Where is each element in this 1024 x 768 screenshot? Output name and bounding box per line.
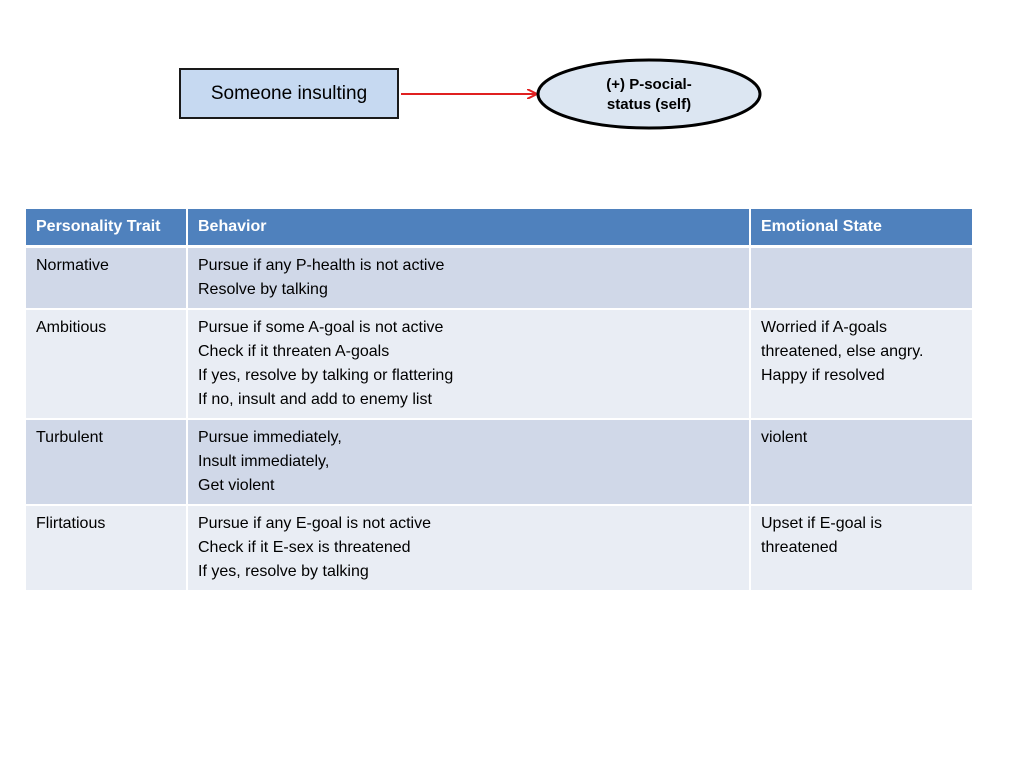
trait-cell: Ambitious bbox=[26, 309, 188, 420]
target-node-label: (+) P-social-status (self) bbox=[606, 76, 692, 113]
source-node: Someone insulting bbox=[179, 68, 399, 119]
source-node-label: Someone insulting bbox=[210, 82, 368, 104]
target-node: (+) P-social-status (self) bbox=[560, 70, 738, 120]
emotion-cell bbox=[750, 246, 972, 310]
header-personality-trait: Personality Trait bbox=[26, 209, 188, 248]
emotion-cell: violent bbox=[750, 419, 972, 506]
header-emotional-state: Emotional State bbox=[750, 209, 972, 248]
behavior-cell: Pursue if any E-goal is not active Check… bbox=[187, 505, 751, 592]
behavior-cell: Pursue if some A-goal is not active Chec… bbox=[187, 309, 751, 420]
header-behavior: Behavior bbox=[187, 209, 751, 248]
table-row-turbulent: Turbulent Pursue immediately, Insult imm… bbox=[26, 419, 972, 506]
trait-cell: Turbulent bbox=[26, 419, 188, 506]
diagram-canvas bbox=[401, 58, 762, 130]
table-header-row: Personality Trait Behavior Emotional Sta… bbox=[26, 209, 972, 248]
trait-cell: Flirtatious bbox=[26, 505, 188, 592]
trait-cell: Normative bbox=[26, 246, 188, 310]
cause-effect-diagram: Someone insulting (+) P-social-status (s… bbox=[0, 0, 1024, 200]
table-row-ambitious: Ambitious Pursue if some A-goal is not a… bbox=[26, 309, 972, 420]
behavior-cell: Pursue immediately, Insult immediately, … bbox=[187, 419, 751, 506]
behavior-cell: Pursue if any P-health is not active Res… bbox=[187, 246, 751, 310]
emotion-cell: Worried if A-goals threatened, else angr… bbox=[750, 309, 972, 420]
table-row-normative: Normative Pursue if any P-health is not … bbox=[26, 246, 972, 310]
table-row-flirtatious: Flirtatious Pursue if any E-goal is not … bbox=[26, 505, 972, 592]
personality-behavior-table: Personality Trait Behavior Emotional Sta… bbox=[26, 209, 972, 592]
emotion-cell: Upset if E-goal is threatened bbox=[750, 505, 972, 592]
